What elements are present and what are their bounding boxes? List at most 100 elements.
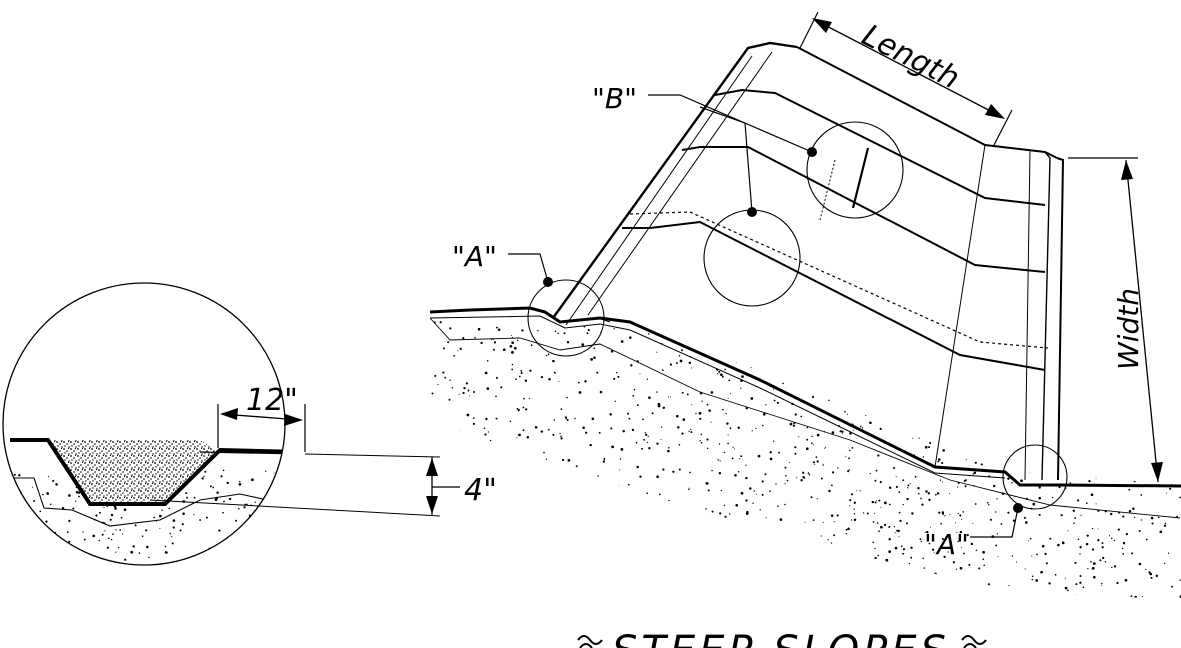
soil-dot [75,490,79,494]
soil-dot [593,347,596,350]
soil-dot [698,411,702,415]
soil-dot [1048,599,1050,600]
soil-dot [317,546,318,547]
soil-dot [1167,552,1170,554]
soil-dot [610,350,614,353]
soil-dot [1096,390,1100,394]
soil-dot [201,477,204,480]
soil-dot [41,531,44,534]
soil-dot [1102,361,1105,364]
soil-dot [919,538,922,541]
soil-dot [1101,546,1104,549]
soil-dot [727,564,730,567]
soil-dot [647,435,649,438]
soil-dot [689,471,691,474]
soil-dot [578,391,582,394]
soil-dot [253,510,255,512]
soil-dot [1040,362,1043,364]
length-dimension [799,11,1013,146]
soil-dot [698,568,700,570]
soil-dot [330,597,331,598]
soil-dot [566,419,569,421]
soil-dot [275,570,277,572]
soil-dot [657,513,660,516]
soil-dot [889,598,892,600]
soil-dot [1141,595,1143,597]
soil-dot [782,542,784,544]
soil-dot [530,344,533,346]
soil-dot [869,472,871,475]
soil-dot [715,317,716,318]
soil-dot [486,360,489,362]
soil-dot [1015,321,1018,325]
soil-dot [211,588,213,590]
soil-dot [125,576,127,578]
soil-dot [1051,322,1054,324]
soil-dot [209,572,212,575]
soil-dot [907,487,909,489]
soil-dot [253,560,255,563]
soil-dot [214,622,215,623]
soil-dot [654,605,656,607]
soil-dot [234,619,235,620]
soil-dot [639,475,642,478]
soil-dot [784,466,787,469]
soil-dot [802,471,805,474]
soil-dot [1085,542,1089,546]
soil-dot [699,440,701,442]
soil-dot [827,538,829,541]
soil-dot [727,315,729,317]
soil-dot [547,310,550,313]
soil-dot [360,591,362,593]
soil-dot [471,525,474,528]
soil-dot [1011,378,1015,381]
soil-dot [974,410,977,414]
soil-dot [299,573,300,574]
soil-dot [388,604,389,605]
soil-dot [927,492,930,495]
soil-dot [395,597,396,598]
soil-dot [152,634,154,636]
soil-dot [928,542,931,545]
soil-dot [786,585,790,588]
soil-dot [454,577,457,580]
soil-dot [906,598,909,600]
soil-dot [399,607,401,609]
soil-dot [963,480,966,482]
soil-dot [134,524,137,527]
soil-dot [1064,461,1067,464]
soil-dot [809,377,811,379]
soil-dot [587,525,590,528]
soil-dot [574,598,578,600]
soil-dot [169,593,171,595]
soil-dot [800,479,803,482]
soil-dot [969,584,972,587]
soil-dot [1035,331,1037,334]
soil-dot [38,571,40,573]
soil-dot [730,577,733,580]
soil-dot [1096,357,1099,359]
soil-dot [439,321,442,324]
soil-dot [233,566,235,568]
title-group: STEEP SLOPES [577,628,987,648]
soil-dot [620,448,624,451]
soil-dot [1074,561,1077,564]
soil-dot [800,415,803,418]
soil-dot [676,362,678,365]
soil-dot [1094,351,1096,354]
soil-dot [699,417,702,420]
soil-dot [1130,595,1133,598]
soil-dot [44,633,46,635]
soil-dot [988,503,990,506]
soil-dot [750,397,754,400]
soil-dot [32,535,36,538]
slope-soil [429,306,1181,607]
soil-dot [434,374,437,377]
soil-dot [388,603,390,605]
soil-dot [744,319,746,321]
soil-dot [647,507,650,510]
soil-dot [1081,468,1083,470]
soil-dot [305,565,307,567]
soil-dot [301,482,304,485]
soil-dot [955,394,958,396]
